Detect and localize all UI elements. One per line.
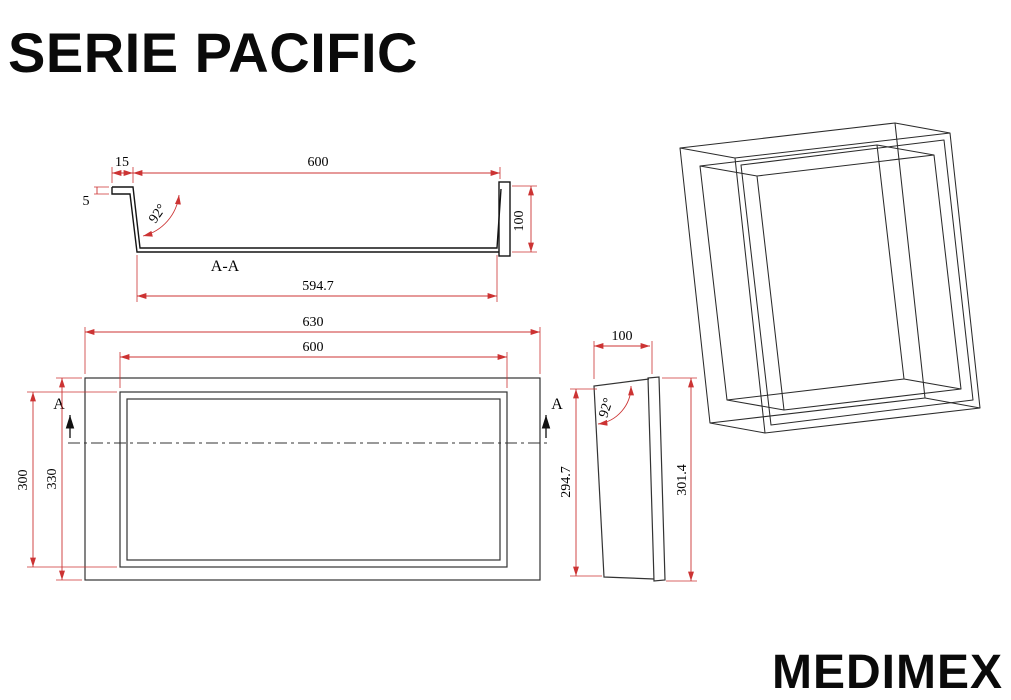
iso-opening: [756, 154, 962, 411]
side-body-outline: [593, 378, 655, 580]
side-dim-depth-label: 100: [612, 329, 633, 344]
section-dim-lip-width-label: 15: [115, 155, 129, 170]
side-dim-outer-height-label: 301.4: [675, 464, 690, 496]
front-extension-lines: [27, 327, 541, 581]
section-marker-left-label: A: [53, 396, 65, 413]
front-view: A A 630 600 330 300: [16, 315, 563, 581]
brand-logo: MEDIMEX: [771, 646, 1003, 699]
front-dim-outer-height-label: 330: [45, 469, 60, 490]
section-angle-arc: [142, 194, 181, 237]
side-flange-outline: [647, 376, 666, 582]
iso-flange-outer: [734, 132, 981, 434]
section-label: A-A: [211, 258, 240, 275]
front-frame-rect: [119, 391, 508, 568]
page-title: SERIE PACIFIC: [8, 21, 418, 84]
front-dim-opening-width-label: 600: [303, 340, 324, 355]
section-marker-right-label: A: [551, 396, 563, 413]
section-dim-depth-label: 100: [512, 211, 527, 232]
iso-interior-back: [699, 144, 905, 401]
front-dim-opening-height-label: 300: [16, 470, 31, 491]
side-angle-arc: [597, 385, 635, 426]
side-extension-lines: [570, 341, 697, 582]
iso-depth-edges: [679, 122, 981, 434]
side-angle-label: 92°: [597, 396, 617, 419]
iso-flange-inner-edge: [740, 139, 974, 426]
side-dim-inner-height-label: 294.7: [559, 466, 574, 498]
section-profile-outer: [111, 187, 499, 253]
front-opening-rect: [126, 398, 501, 561]
side-view: 100 92° 294.7 301.4: [559, 329, 697, 582]
iso-back-shell: [679, 122, 926, 424]
front-dim-outer-width-label: 630: [303, 315, 324, 330]
isometric-view: [679, 122, 981, 434]
iso-interior-edges: [699, 144, 962, 411]
front-outer-rect: [84, 377, 541, 581]
section-view: 15 600 5 92° 100 594.7 A-A: [83, 155, 537, 302]
section-dim-bottom-width-label: 594.7: [302, 279, 334, 294]
section-dim-lip-height-label: 5: [83, 194, 90, 209]
section-right-wall: [498, 181, 511, 257]
section-dim-opening-width-label: 600: [308, 155, 329, 170]
